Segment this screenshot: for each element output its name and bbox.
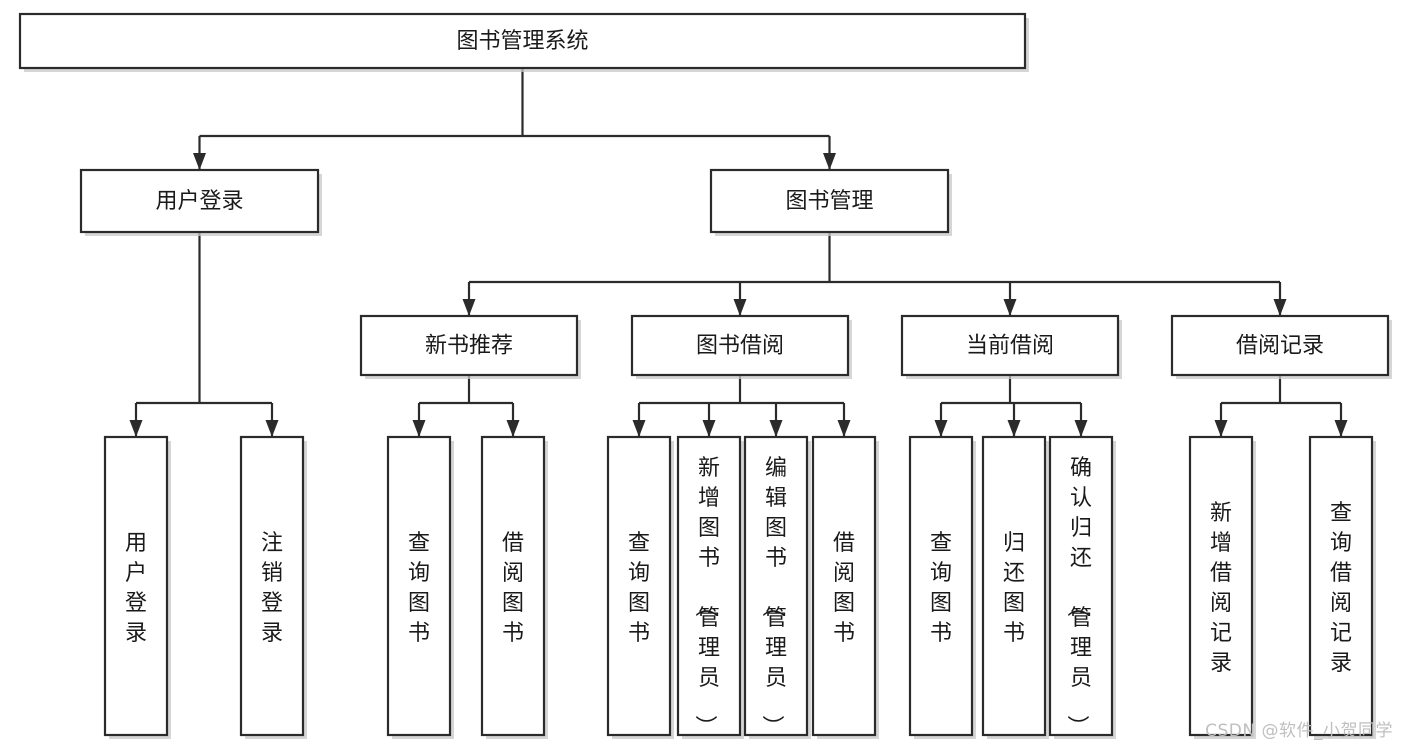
node-box[interactable]	[1308, 435, 1374, 737]
arrow-head-icon	[1003, 299, 1017, 316]
node-box[interactable]	[709, 168, 950, 234]
node-l-query-record[interactable]: 查询借阅记录	[1308, 435, 1376, 739]
node-label: 查询图书	[930, 531, 952, 646]
node-n-book-mgmt[interactable]: 图书管理	[709, 168, 952, 236]
arrow-head-icon	[462, 299, 476, 316]
arrow-head-icon	[129, 420, 143, 437]
node-label: 借阅记录	[1236, 334, 1324, 359]
node-l-edit-book[interactable]: 编辑图书（管理员）	[743, 435, 811, 739]
node-n-user-login[interactable]: 用户登录	[79, 168, 322, 236]
node-l-logout[interactable]: 注销登录	[239, 435, 307, 739]
node-label: 用户登录	[125, 531, 147, 646]
node-l-borrow-book-2[interactable]: 借阅图书	[811, 435, 879, 739]
node-l-add-book[interactable]: 新增图书（管理员）	[676, 435, 744, 739]
node-box[interactable]	[743, 435, 809, 737]
node-l-user-login[interactable]: 用户登录	[103, 435, 171, 739]
node-root[interactable]: 图书管理系统	[18, 12, 1029, 72]
arrow-head-icon	[934, 420, 948, 437]
node-box[interactable]	[630, 314, 850, 377]
arrow-head-icon	[632, 420, 646, 437]
node-box[interactable]	[239, 435, 305, 737]
node-box[interactable]	[981, 435, 1047, 737]
node-box[interactable]	[900, 314, 1120, 377]
node-label: 查询借阅记录	[1330, 501, 1352, 676]
node-label: 确认归还（管理员）	[1064, 456, 1092, 737]
node-label: 注销登录	[261, 531, 283, 646]
node-l-add-record[interactable]: 新增借阅记录	[1188, 435, 1256, 739]
node-label: 归还图书	[1003, 531, 1025, 646]
node-l-query-book-2[interactable]: 查询图书	[606, 435, 674, 739]
node-label: 新书推荐	[425, 334, 513, 359]
node-label: 新增借阅记录	[1210, 501, 1232, 676]
node-box[interactable]	[811, 435, 877, 737]
node-label: 图书借阅	[696, 334, 784, 359]
arrow-head-icon	[1334, 420, 1348, 437]
node-label: 借阅图书	[833, 531, 855, 646]
node-box[interactable]	[480, 435, 546, 737]
arrow-head-icon	[1007, 420, 1021, 437]
node-n-current-borrow[interactable]: 当前借阅	[900, 314, 1122, 379]
node-label: 图书管理	[785, 189, 873, 214]
node-box[interactable]	[1048, 435, 1114, 737]
node-l-query-book-3[interactable]: 查询图书	[908, 435, 976, 739]
arrow-head-icon	[506, 420, 520, 437]
node-box[interactable]	[1170, 314, 1390, 377]
node-box[interactable]	[79, 168, 320, 234]
node-label: 查询图书	[628, 531, 650, 646]
arrow-head-icon	[1074, 420, 1088, 437]
arrow-head-icon	[412, 420, 426, 437]
node-layer: 图书管理系统用户登录图书管理新书推荐图书借阅当前借阅借阅记录用户登录注销登录查询…	[18, 12, 1392, 739]
node-n-book-borrow[interactable]: 图书借阅	[630, 314, 852, 379]
node-box[interactable]	[386, 435, 452, 737]
node-l-confirm-return[interactable]: 确认归还（管理员）	[1048, 435, 1116, 739]
node-box[interactable]	[1188, 435, 1254, 737]
node-label: 编辑图书（管理员）	[759, 456, 787, 737]
node-box[interactable]	[908, 435, 974, 737]
node-box[interactable]	[359, 314, 579, 377]
arrow-head-icon	[837, 420, 851, 437]
node-l-borrow-book-1[interactable]: 借阅图书	[480, 435, 548, 739]
node-box[interactable]	[606, 435, 672, 737]
node-l-query-book-1[interactable]: 查询图书	[386, 435, 454, 739]
arrow-head-icon	[733, 299, 747, 316]
node-n-borrow-record[interactable]: 借阅记录	[1170, 314, 1392, 379]
node-n-new-book-rec[interactable]: 新书推荐	[359, 314, 581, 379]
arrow-head-icon	[1214, 420, 1228, 437]
node-box[interactable]	[18, 12, 1027, 70]
arrow-head-icon	[769, 420, 783, 437]
node-label: 图书管理系统	[456, 29, 588, 54]
node-label: 借阅图书	[502, 531, 524, 646]
node-label: 用户登录	[155, 189, 243, 214]
node-label: 新增图书（管理员）	[692, 456, 720, 737]
arrow-head-icon	[265, 420, 279, 437]
node-box[interactable]	[676, 435, 742, 737]
node-label: 查询图书	[408, 531, 430, 646]
node-box[interactable]	[103, 435, 169, 737]
arrow-head-icon	[193, 153, 206, 170]
connector-layer	[129, 68, 1348, 437]
arrow-head-icon	[702, 420, 716, 437]
node-l-return-book[interactable]: 归还图书	[981, 435, 1049, 739]
node-label: 当前借阅	[966, 334, 1054, 359]
arrow-head-icon	[823, 153, 836, 170]
arrow-head-icon	[1273, 299, 1287, 316]
